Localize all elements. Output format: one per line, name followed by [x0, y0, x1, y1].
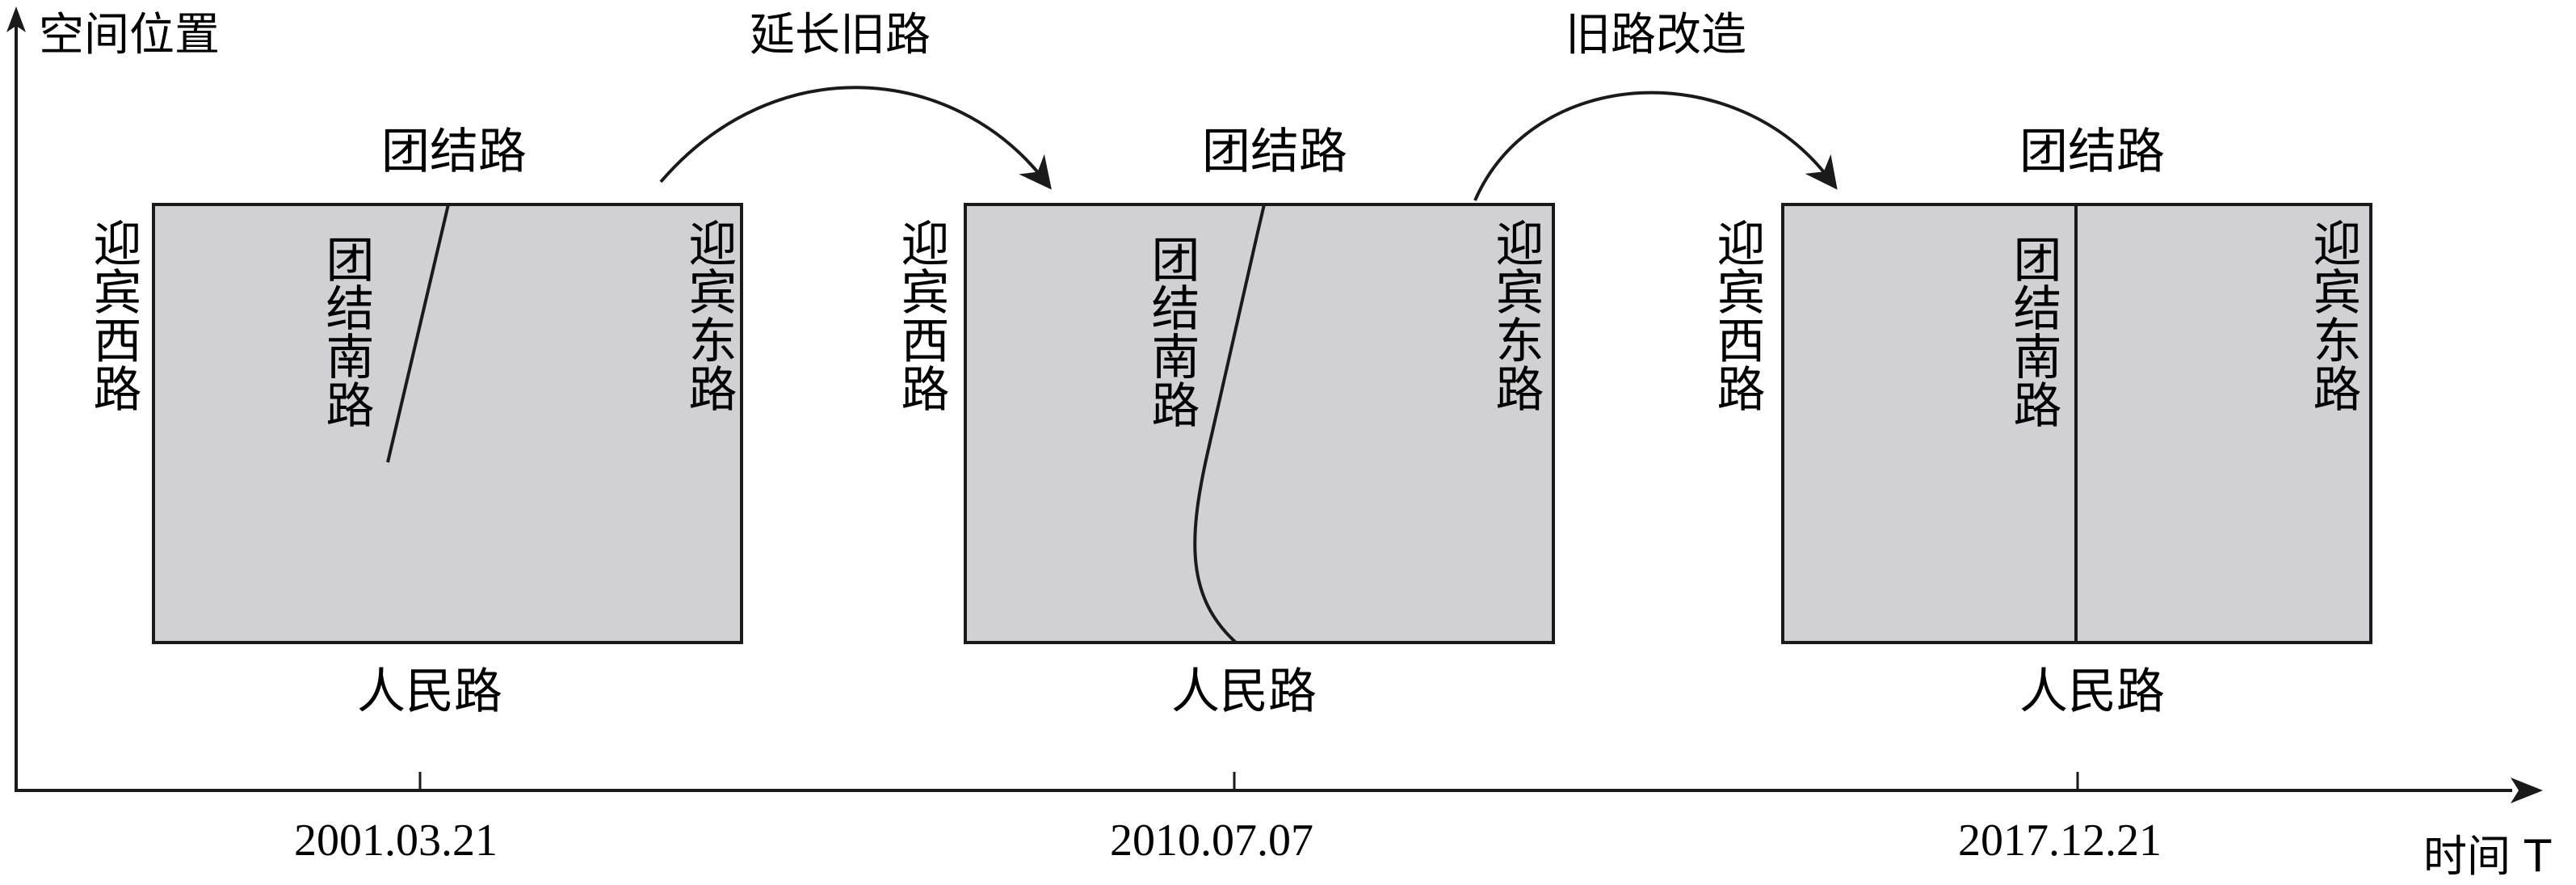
east-road-label: 迎宾东路 — [1487, 218, 1544, 412]
middle-road-label: 团结南路 — [2005, 234, 2061, 428]
transition-arrow-1 — [659, 86, 1052, 190]
transition-1: 延长旧路 — [659, 9, 1052, 190]
transition-arrow-2 — [1473, 91, 1838, 201]
stage-2001: 团结路 人民路 迎宾西路 迎宾东路 团结南路 — [85, 124, 743, 720]
stage-2010: 团结路 人民路 迎宾西路 迎宾东路 团结南路 — [893, 124, 1555, 720]
east-road-label: 迎宾东路 — [680, 218, 737, 412]
stage-2017: 团结路 人民路 迎宾西路 迎宾东路 团结南路 — [1708, 124, 2372, 720]
middle-road-label: 团结南路 — [317, 234, 374, 428]
date-label-1: 2001.03.21 — [294, 815, 498, 866]
west-road-label: 迎宾西路 — [85, 218, 141, 412]
north-road-label: 团结路 — [2019, 124, 2165, 180]
axes: 空间位置 时间 T 2001.03.21 2010.07.07 2017.12.… — [6, 6, 2552, 882]
north-road-label: 团结路 — [381, 124, 527, 180]
west-road-label: 迎宾西路 — [1708, 218, 1765, 412]
east-road-label: 迎宾东路 — [2305, 218, 2361, 412]
transition-label-1: 延长旧路 — [750, 9, 931, 61]
y-axis-arrow — [6, 6, 26, 32]
x-axis-label: 时间 T — [2423, 831, 2552, 881]
y-axis-label: 空间位置 — [39, 9, 220, 61]
south-road-label: 人民路 — [1171, 664, 1317, 720]
block-area — [964, 203, 1555, 644]
x-axis-arrow — [2511, 778, 2543, 803]
west-road-label: 迎宾西路 — [893, 218, 949, 412]
south-road-label: 人民路 — [357, 664, 502, 720]
block-area — [152, 203, 743, 644]
north-road-label: 团结路 — [1202, 124, 1347, 180]
middle-road-label: 团结南路 — [1143, 234, 1200, 428]
date-label-2: 2010.07.07 — [1110, 815, 1313, 866]
middle-road-line — [1193, 204, 1266, 644]
south-road-label: 人民路 — [2019, 664, 2165, 720]
transition-2: 旧路改造 — [1473, 9, 1838, 201]
date-label-3: 2017.12.21 — [1958, 815, 2162, 866]
transition-label-2: 旧路改造 — [1565, 9, 1746, 61]
middle-road-line — [386, 204, 450, 463]
